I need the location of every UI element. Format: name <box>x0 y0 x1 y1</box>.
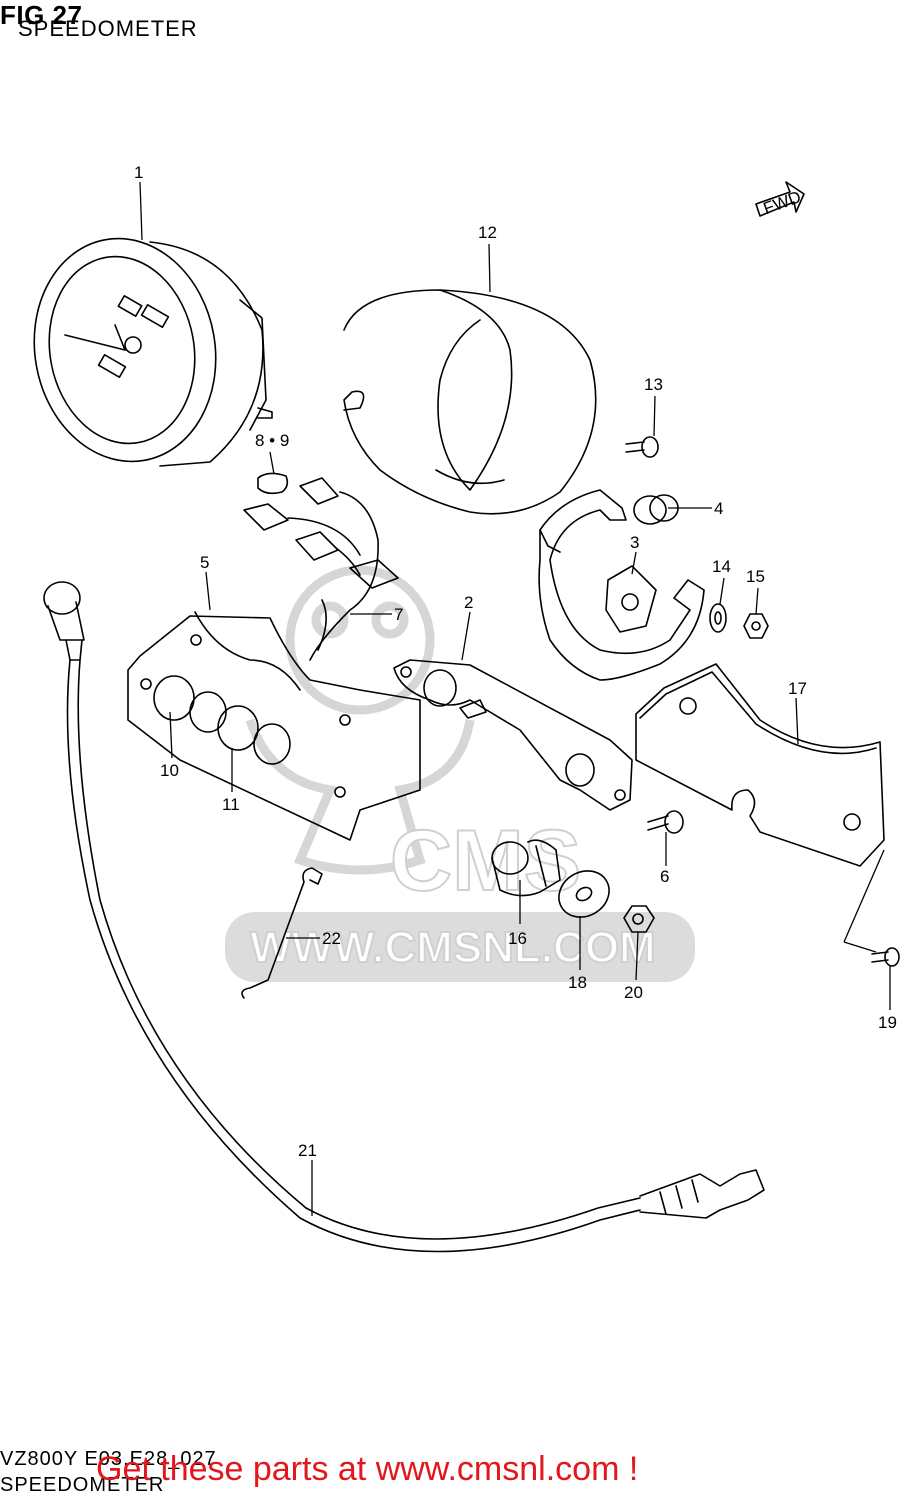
callout-11: 11 <box>222 795 240 814</box>
callout-21: 21 <box>298 1141 317 1160</box>
callout-1: 1 <box>134 163 143 182</box>
watermark-logo-head <box>285 565 435 715</box>
callout-20: 20 <box>624 983 643 1002</box>
forward-label: FWD <box>761 187 804 218</box>
callout-13: 13 <box>644 375 663 394</box>
callout-15: 15 <box>746 567 765 586</box>
callout-5: 5 <box>200 553 209 572</box>
callout-6: 6 <box>660 867 669 886</box>
callout-7: 7 <box>394 605 403 624</box>
part-21-cable <box>43 581 765 1253</box>
part-4-grommet <box>633 494 679 525</box>
callout-labels: 1 12 13 8 • 9 4 3 14 15 5 7 2 17 10 11 6… <box>134 163 897 1160</box>
callout-12: 12 <box>478 223 497 242</box>
part-1-speedometer <box>33 237 273 467</box>
part-19-screw <box>871 947 900 967</box>
callout-2: 2 <box>464 593 473 612</box>
model-code: VZ800Y E03,E28_027 <box>0 1448 217 1470</box>
watermark: CMS WWW.CMSNL.COM <box>225 565 695 982</box>
callout-10: 10 <box>160 761 179 780</box>
part-5-front-plate <box>127 611 421 841</box>
cable-top-fitting <box>43 581 81 615</box>
part-14-washer <box>709 603 727 633</box>
watermark-brand: CMS <box>390 813 581 909</box>
part-6-screw <box>647 810 684 834</box>
callout-14: 14 <box>712 557 731 576</box>
part-2-bracket <box>393 659 633 811</box>
part-16-cushion <box>491 839 561 897</box>
watermark-logo-eye-left <box>311 601 349 639</box>
forward-direction-arrow: FWD <box>755 181 805 218</box>
part-12-cover <box>343 289 597 515</box>
figure-number: FIG 27 <box>0 0 83 30</box>
part-18-washer <box>558 870 610 918</box>
callout-8-9: 8 • 9 <box>255 431 289 450</box>
part-15-nut <box>743 613 769 639</box>
callout-22: 22 <box>322 929 341 948</box>
watermark-logo-eye-right <box>371 601 409 639</box>
part-17-rear-plate <box>635 663 885 867</box>
callout-19: 19 <box>878 1013 897 1032</box>
callout-16: 16 <box>508 929 527 948</box>
part-7-harness-and-bulbs <box>243 472 399 661</box>
part-13-screw <box>625 436 659 458</box>
watermark-url-plate <box>225 912 695 982</box>
footer-section-name: SPEEDOMETER <box>0 1474 165 1496</box>
leader-lines <box>139 181 891 1216</box>
figure-title: SPEEDOMETER <box>18 16 198 41</box>
part-3-bracket-plate <box>538 489 705 681</box>
watermark-url: WWW.CMSNL.COM <box>250 923 656 972</box>
callout-4: 4 <box>714 499 723 518</box>
part-20-nut <box>623 905 655 933</box>
callout-17: 17 <box>788 679 807 698</box>
part-22-clip <box>241 867 323 999</box>
watermark-logo-body <box>245 718 475 875</box>
get-parts-link[interactable]: Get these parts at www.cmsnl.com ! <box>96 1450 639 1488</box>
callout-3: 3 <box>630 533 639 552</box>
callout-18: 18 <box>568 973 587 992</box>
